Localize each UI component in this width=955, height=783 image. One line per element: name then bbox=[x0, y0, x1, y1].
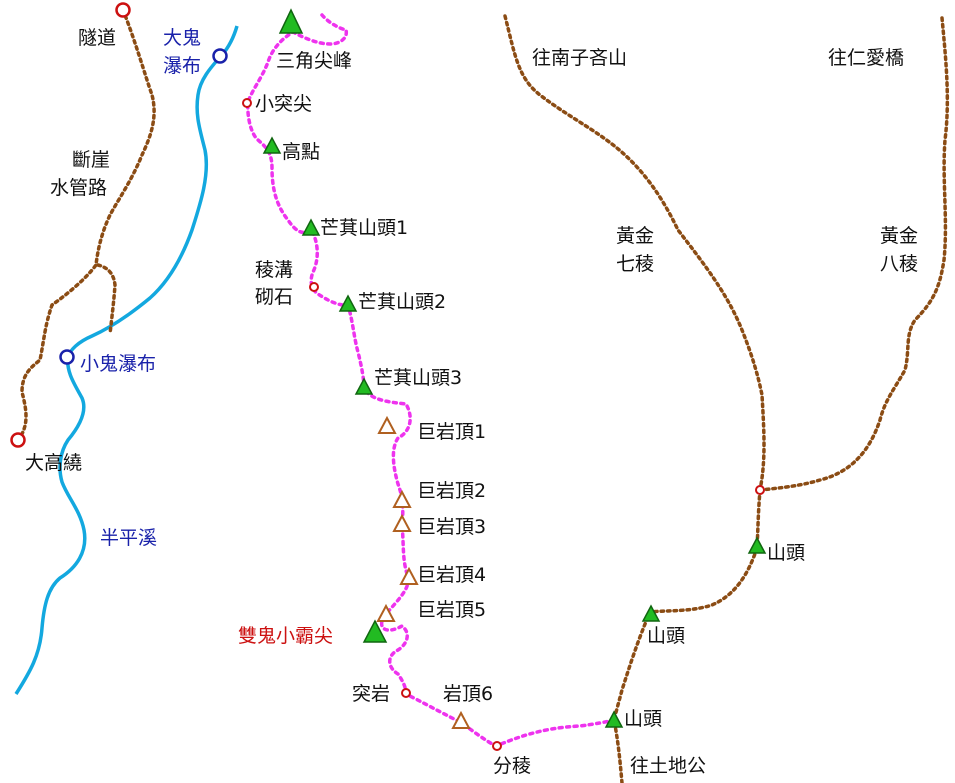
high-point-icon bbox=[262, 136, 282, 154]
ridge-gully-label-1: 稜溝 bbox=[255, 259, 293, 281]
protruding-rock-marker bbox=[401, 688, 411, 698]
banping-creek-label: 半平溪 bbox=[100, 527, 157, 549]
ridge-split-label: 分稜 bbox=[493, 755, 531, 777]
cliff-pipe-label-1: 斷崖 bbox=[72, 149, 110, 171]
big-detour-label: 大高繞 bbox=[25, 452, 82, 474]
cliff-pipe-label-2: 水管路 bbox=[50, 177, 107, 199]
gold-7-label-2: 七稜 bbox=[616, 253, 654, 275]
rock-top-2-label: 巨岩頂2 bbox=[417, 480, 486, 502]
small-ghost-falls-label: 小鬼瀑布 bbox=[80, 353, 156, 375]
twin-ghost-peak-label: 雙鬼小霸尖 bbox=[238, 625, 333, 647]
rock-top-1-label: 巨岩頂1 bbox=[417, 421, 486, 443]
gold-8-label-2: 八稜 bbox=[880, 253, 918, 275]
rock-top-5-label: 巨岩頂5 bbox=[417, 599, 486, 621]
hilltop-c-icon bbox=[604, 710, 624, 728]
small-spike-marker bbox=[242, 98, 252, 108]
rock-top-6-label: 岩頂6 bbox=[443, 683, 493, 705]
triangle-peak-icon bbox=[278, 8, 304, 34]
hilltop-connector bbox=[612, 488, 762, 783]
rock-top-4-label: 巨岩頂4 bbox=[417, 564, 486, 586]
big-ghost-falls-label-1: 大鬼 bbox=[163, 27, 201, 49]
big-ghost-falls-marker bbox=[212, 48, 228, 64]
rock-top-4-icon bbox=[399, 566, 419, 585]
hilltop-a-icon bbox=[747, 536, 767, 554]
mangi-2-label: 芒萁山頭2 bbox=[358, 291, 446, 313]
ridge-split-marker bbox=[492, 741, 502, 751]
triangle-peak-label: 三角尖峰 bbox=[276, 50, 352, 72]
gold-8-ridge bbox=[758, 16, 950, 492]
to-tudigong-label: 往土地公 bbox=[630, 755, 706, 777]
hilltop-c-label: 山頭 bbox=[624, 708, 662, 730]
gold-8-label-1: 黃金 bbox=[880, 225, 918, 247]
hilltop-b-icon bbox=[641, 604, 661, 622]
big-ghost-falls-label-2: 瀑布 bbox=[163, 55, 201, 77]
cliff-pipe-path bbox=[96, 263, 117, 336]
rock-top-5-icon bbox=[376, 603, 396, 622]
mangi-1-icon bbox=[301, 218, 321, 236]
small-ghost-falls-marker bbox=[59, 349, 75, 365]
tunnel-label: 隧道 bbox=[78, 27, 116, 49]
to-nanzi-label: 往南子吝山 bbox=[532, 47, 627, 69]
rock-top-6-icon bbox=[451, 710, 471, 729]
gold-7-ridge bbox=[503, 14, 766, 492]
twin-ghost-peak-icon bbox=[362, 619, 388, 643]
rock-top-3-icon bbox=[392, 513, 412, 532]
rock-top-3-label: 巨岩頂3 bbox=[417, 516, 486, 538]
high-point-label: 高點 bbox=[282, 141, 320, 163]
junction-marker bbox=[755, 485, 765, 495]
mangi-1-label: 芒萁山頭1 bbox=[320, 217, 408, 239]
hilltop-a-label: 山頭 bbox=[767, 542, 805, 564]
ridge-gully-marker bbox=[309, 282, 319, 292]
tunnel-path bbox=[16, 8, 156, 442]
rock-top-1-icon bbox=[377, 415, 397, 434]
hilltop-b-label: 山頭 bbox=[647, 625, 685, 647]
mangi-3-label: 芒萁山頭3 bbox=[374, 367, 462, 389]
gold-7-label-1: 黃金 bbox=[616, 225, 654, 247]
to-renai-label: 往仁愛橋 bbox=[828, 47, 904, 69]
ridge-gully-label-2: 砌石 bbox=[255, 286, 293, 308]
small-spike-label: 小突尖 bbox=[255, 93, 312, 115]
big-detour-marker bbox=[10, 432, 26, 448]
rock-top-2-icon bbox=[392, 489, 412, 508]
tunnel-marker bbox=[115, 2, 131, 18]
mangi-2-icon bbox=[338, 294, 358, 312]
protruding-rock-label: 突岩 bbox=[352, 683, 390, 705]
mangi-3-icon bbox=[354, 377, 374, 395]
